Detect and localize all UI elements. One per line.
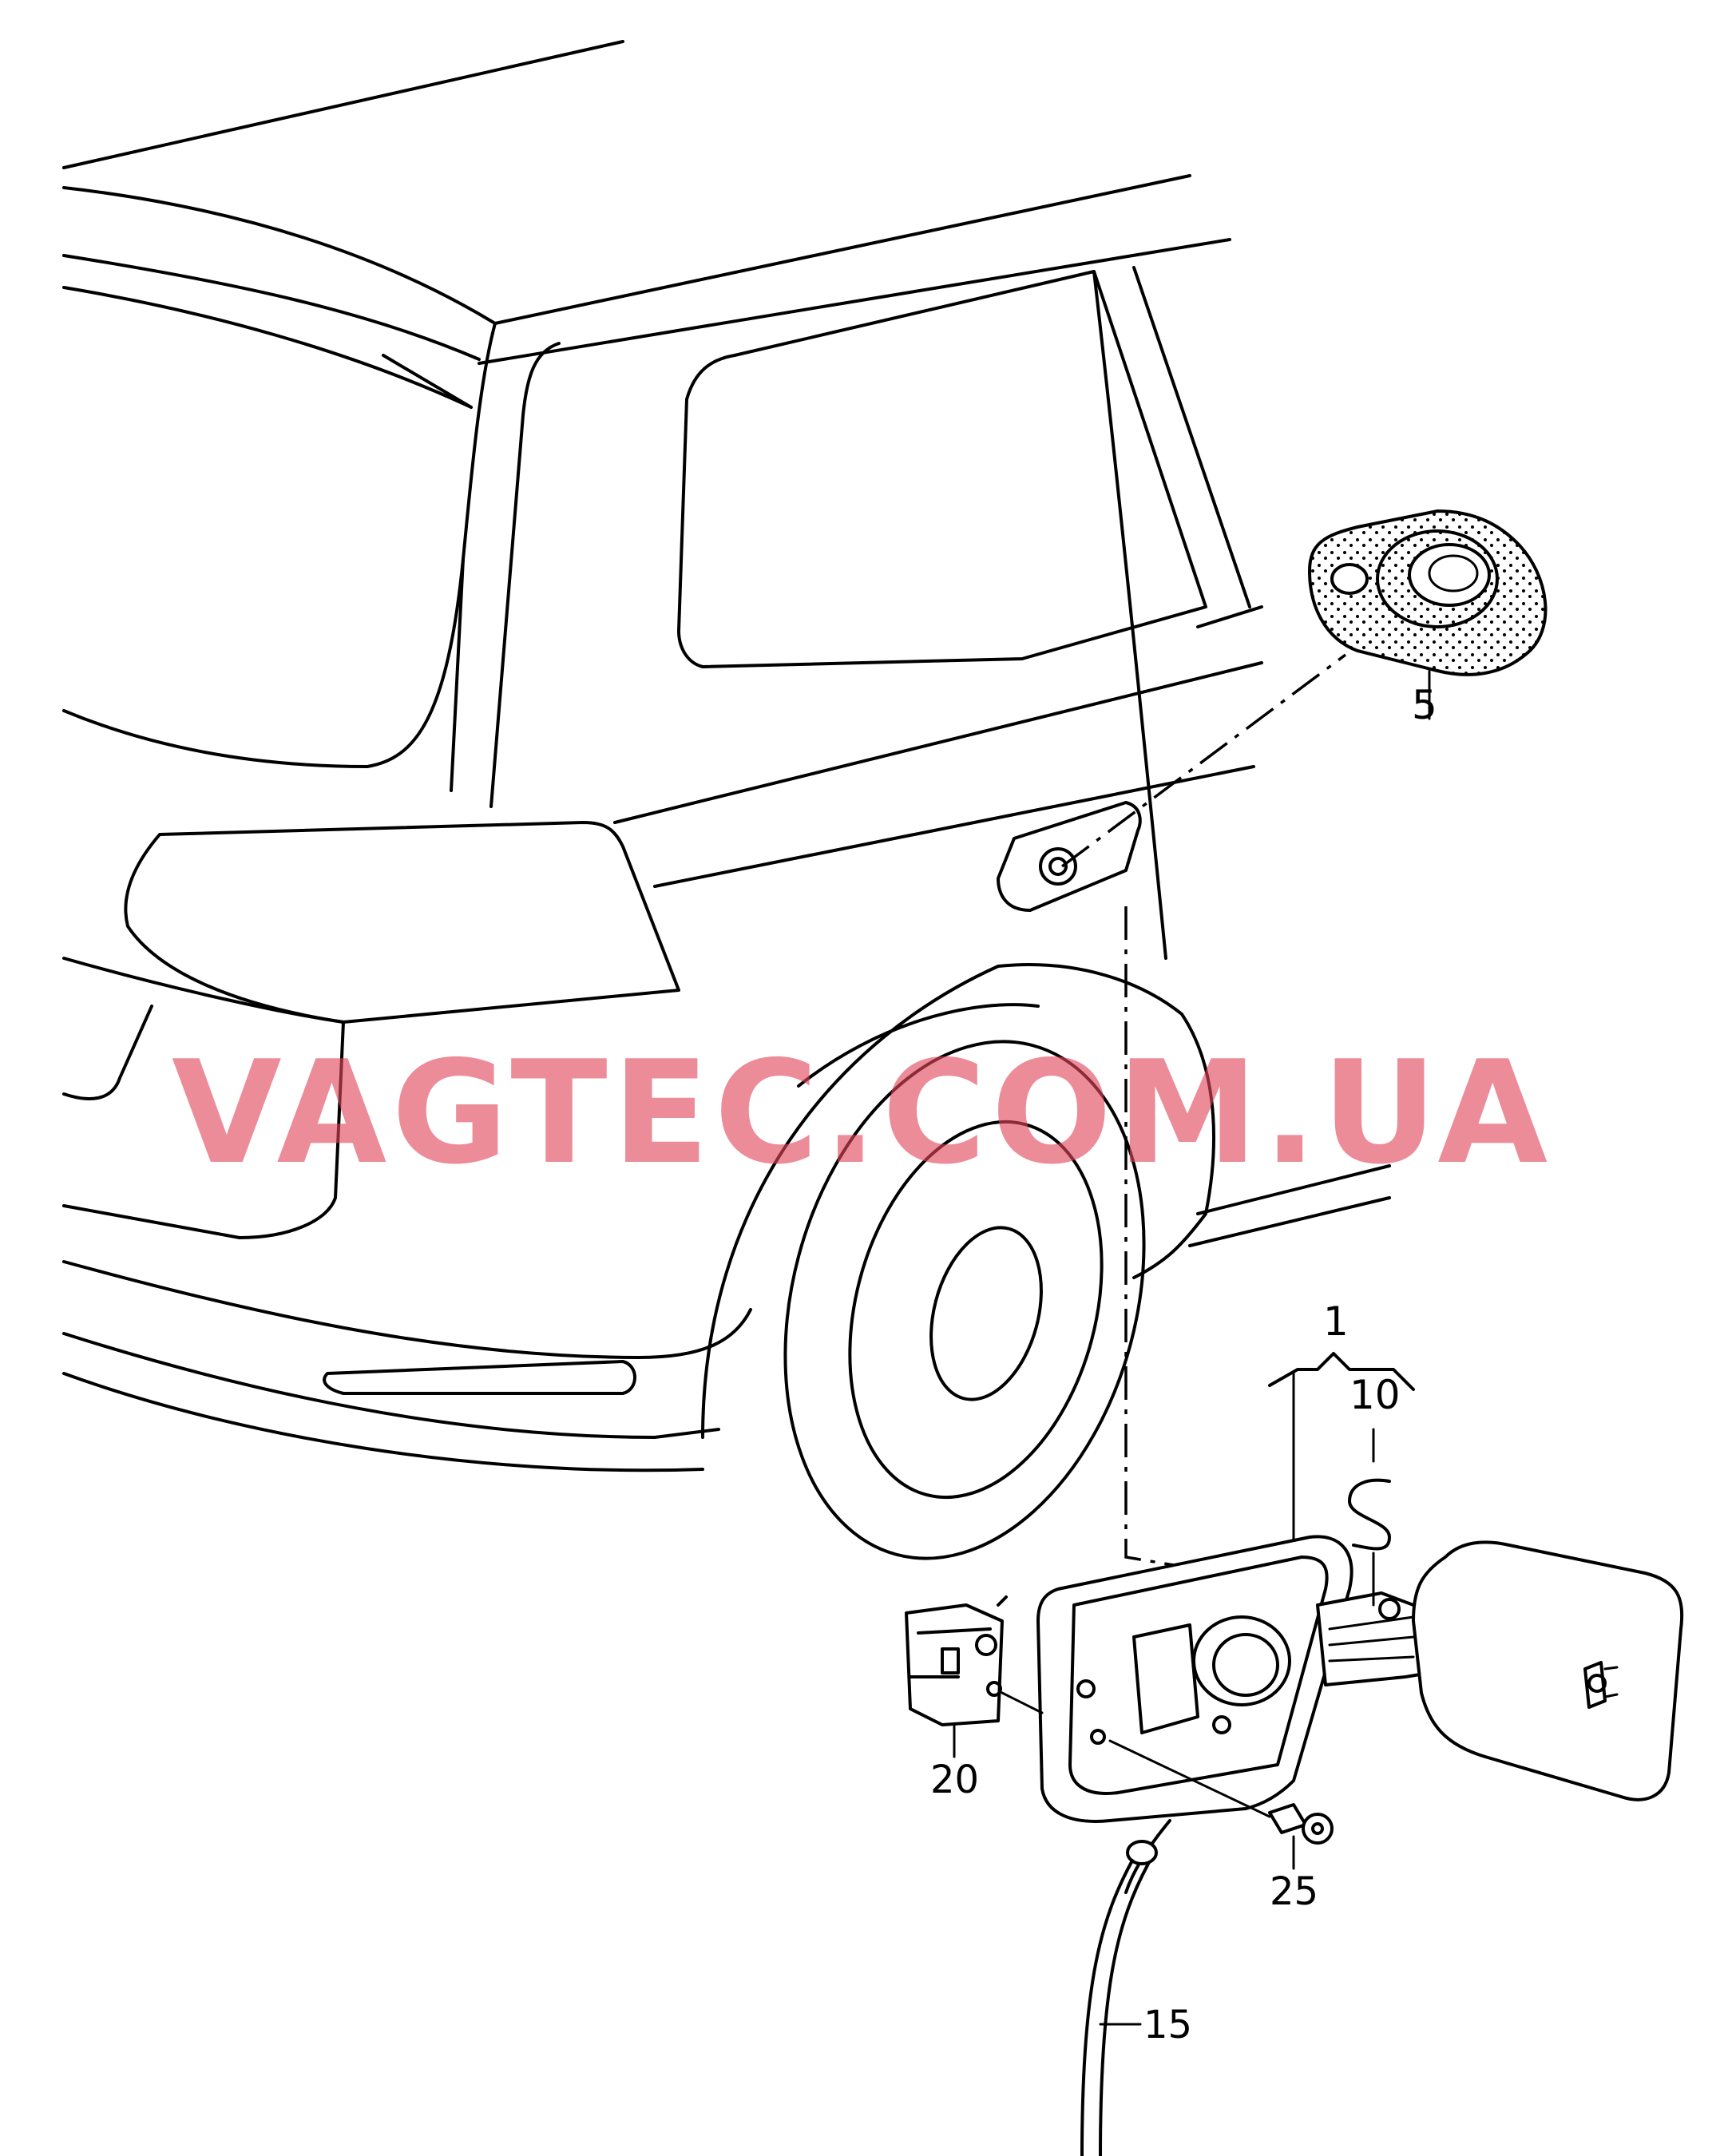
callout-1: 1: [1323, 1298, 1349, 1345]
callout-15: 15: [1143, 2003, 1193, 2047]
callout-10: 10: [1349, 1372, 1401, 1418]
callout-25: 25: [1270, 1869, 1319, 1914]
watermark: VAGTEC.COM.UA: [171, 1030, 1553, 1195]
callout-5: 5: [1412, 682, 1437, 728]
callout-20: 20: [930, 1758, 980, 1802]
